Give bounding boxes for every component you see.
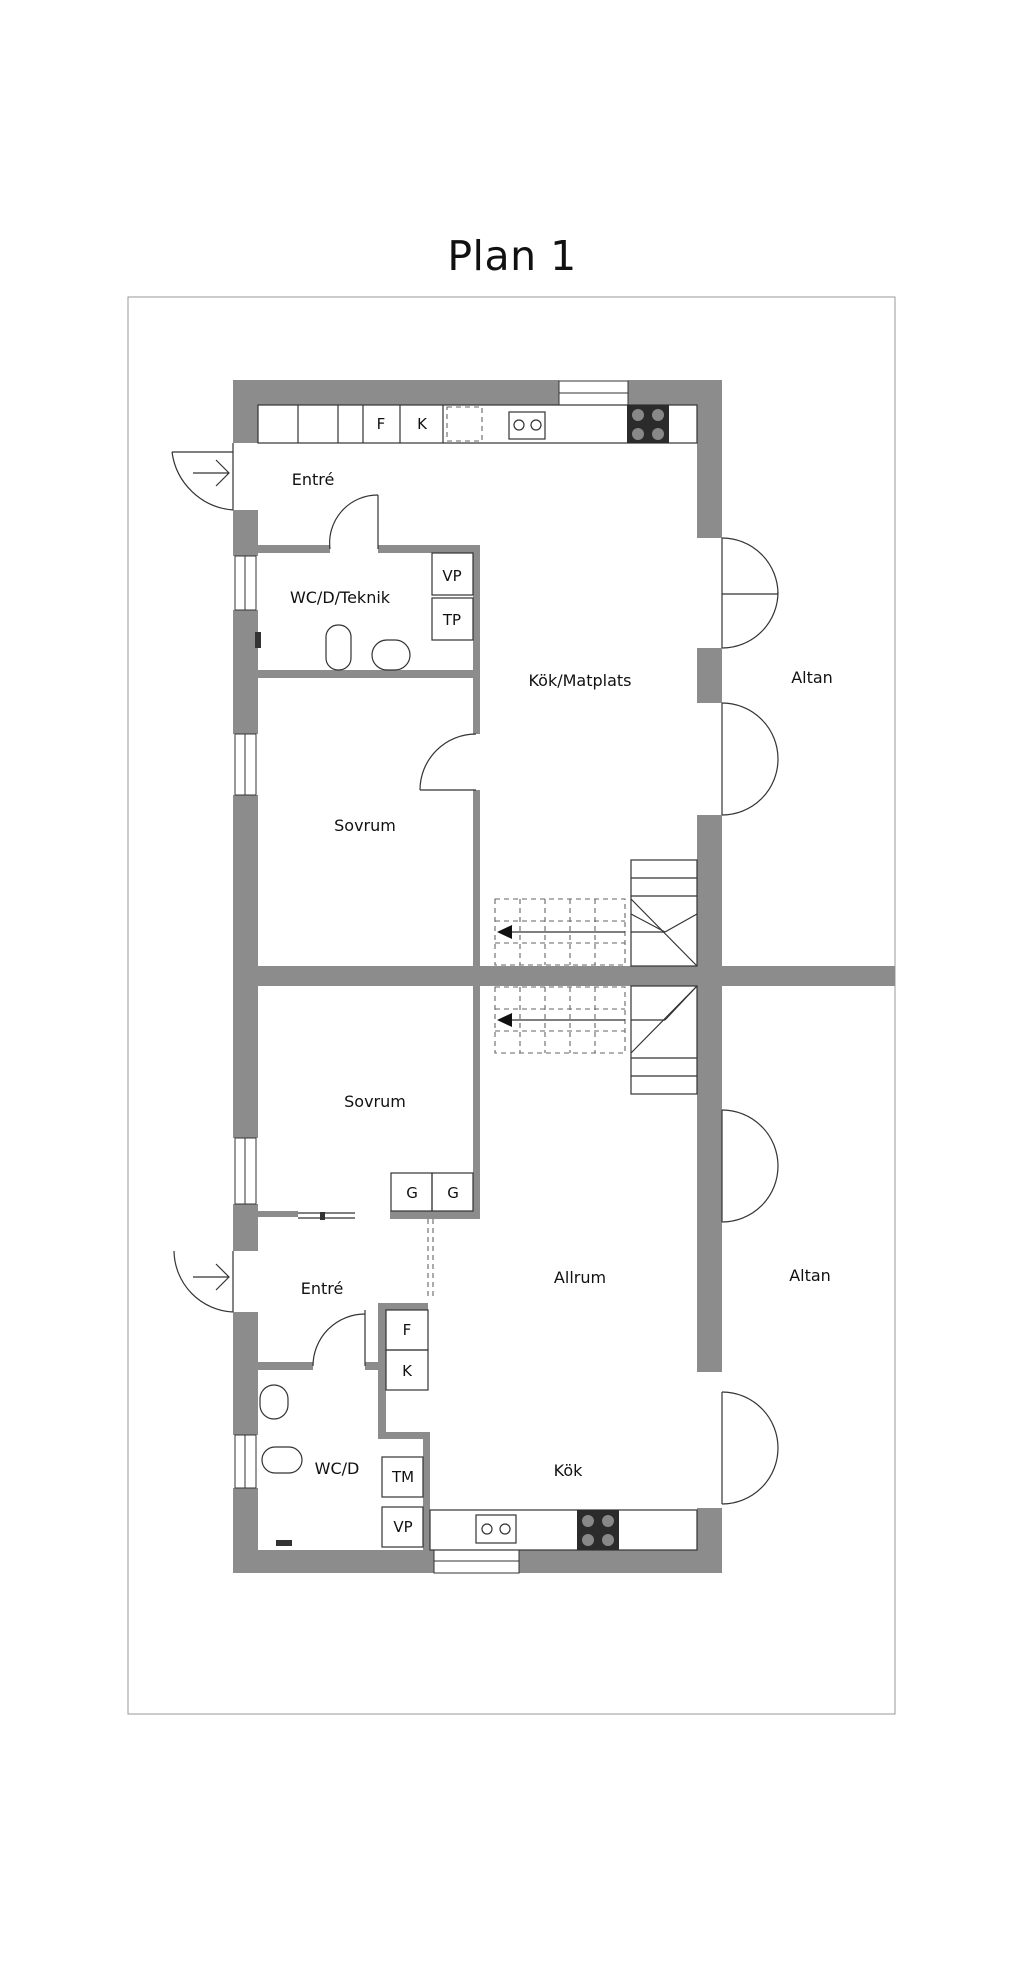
room-label-entre-upper: Entré xyxy=(292,470,335,489)
room-label-kok-matplats: Kök/Matplats xyxy=(528,671,631,690)
altan-door-upper-1 xyxy=(721,537,779,649)
doors xyxy=(171,443,779,1505)
room-label-wc-d-teknik: WC/D/Teknik xyxy=(290,588,391,607)
room-label-entre-lower: Entré xyxy=(301,1279,344,1298)
tm-label: TM xyxy=(391,1468,414,1486)
freezer-label-upper: K xyxy=(417,415,428,433)
wc-door-lower xyxy=(312,1310,366,1367)
room-label-altan-upper: Altan xyxy=(791,668,833,687)
vp-label-upper: VP xyxy=(442,567,461,585)
kitchen-counter-upper xyxy=(257,404,698,444)
wc-door-upper xyxy=(329,494,379,550)
wardrobe-label-2: G xyxy=(447,1184,459,1202)
wardrobe-label-1: G xyxy=(406,1184,418,1202)
stairs-upper xyxy=(494,859,698,967)
sovrum-door-upper xyxy=(419,733,477,791)
room-label-altan-lower: Altan xyxy=(789,1266,831,1285)
fridge-label-lower: F xyxy=(403,1321,412,1339)
room-label-sovrum-lower: Sovrum xyxy=(344,1092,406,1111)
room-label-sovrum-upper: Sovrum xyxy=(334,816,396,835)
stairs-lower xyxy=(494,985,698,1095)
sovrum-door-lower xyxy=(298,1212,355,1220)
entry-door-upper xyxy=(171,443,234,511)
altan-door-lower-2 xyxy=(721,1391,779,1505)
wc-lower-fixtures xyxy=(259,1384,424,1548)
vp-label-lower: VP xyxy=(393,1518,412,1536)
walls xyxy=(233,380,895,1573)
tp-label: TP xyxy=(442,611,461,629)
kitchen-counter-lower xyxy=(429,1509,698,1551)
altan-door-lower-1 xyxy=(721,1109,779,1223)
wardrobes-lower xyxy=(390,1172,474,1212)
plan-title: Plan 1 xyxy=(447,232,577,280)
fridge-label-upper: F xyxy=(377,415,386,433)
room-label-allrum: Allrum xyxy=(554,1268,606,1287)
entry-door-lower xyxy=(173,1250,234,1313)
kitchen-fridge-lower xyxy=(385,1309,429,1391)
drawing-frame xyxy=(127,296,896,1715)
room-label-wc-d: WC/D xyxy=(315,1459,360,1478)
room-label-kok: Kök xyxy=(554,1461,583,1480)
wc-teknik-fixtures xyxy=(255,552,474,671)
freezer-label-lower: K xyxy=(402,1362,413,1380)
altan-door-upper-2 xyxy=(721,702,779,816)
windows xyxy=(234,380,629,1574)
